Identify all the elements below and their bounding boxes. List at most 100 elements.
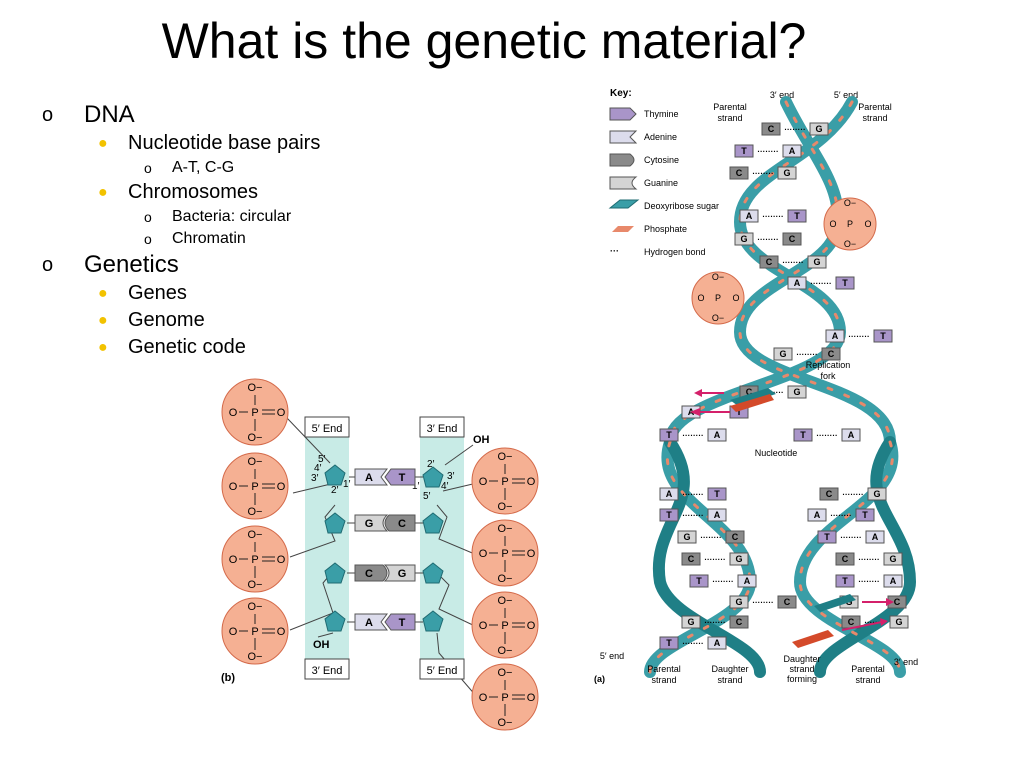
hydrogen-bond-dots-icon: ········ xyxy=(682,511,703,520)
phosphate-p: P xyxy=(251,626,258,638)
phosphate-o-right: O xyxy=(527,692,536,704)
phosphate-o-right: O xyxy=(527,548,536,560)
parental-bottom-left-line1: Parental xyxy=(647,664,681,674)
base-right: G xyxy=(398,568,407,580)
base-T xyxy=(793,428,813,442)
yellow-dot-bullet-icon: ● xyxy=(98,184,108,201)
phosphate-o-left: O xyxy=(479,620,488,632)
daughter-forming-line3: forming xyxy=(787,674,817,684)
hydrogen-bond-dots-icon: ········ xyxy=(752,598,773,607)
daughter-forming-line2: strand xyxy=(789,664,814,674)
base-letter: T xyxy=(736,407,742,417)
phosphate-o-minus-top: O− xyxy=(498,595,513,607)
phosphate-o-right: O xyxy=(527,476,536,488)
base-T xyxy=(734,144,754,158)
base-letter: G xyxy=(735,554,742,564)
phosphate-o-minus-top: O− xyxy=(498,667,513,679)
base-A xyxy=(707,508,727,522)
parental-left-line1: Parental xyxy=(713,102,747,112)
bullet-text: Genetic code xyxy=(128,336,246,358)
base-letter: T xyxy=(666,510,672,520)
base-C xyxy=(681,552,701,566)
base-letter: C xyxy=(784,597,791,607)
yellow-dot-bullet-icon: ● xyxy=(98,339,108,356)
svg-text:Deoxyribose sugar: Deoxyribose sugar xyxy=(644,201,719,211)
bullet-text: Genetics xyxy=(84,251,179,278)
base-letter: A xyxy=(848,430,855,440)
base-letter: G xyxy=(813,257,820,267)
base-letter: G xyxy=(683,532,690,542)
bullet-text: Bacteria: circular xyxy=(172,208,292,225)
hydrogen-bond-dots-icon: ········ xyxy=(757,147,778,156)
hollow-circle-bullet-icon: o xyxy=(144,231,152,247)
svg-text:Hydrogen bond: Hydrogen bond xyxy=(644,247,706,257)
phosphate-o-minus-top: O− xyxy=(248,529,263,541)
key-guanine: Guanine xyxy=(609,176,678,190)
phosphate-p: P xyxy=(501,476,508,488)
deoxyribose-sugar-icon xyxy=(324,562,346,584)
key-adenine: Adenine xyxy=(609,130,677,144)
key-thymine: Thymine xyxy=(609,107,679,121)
bullet-genome: ●Genome xyxy=(40,307,600,334)
key-deoxyribose-sugar: Deoxyribose sugar xyxy=(608,199,719,211)
key-phosphate: Phosphate xyxy=(612,224,687,234)
phosphate-p: P xyxy=(251,554,258,566)
base-letter: G xyxy=(779,349,786,359)
base-letter: C xyxy=(842,554,849,564)
oh-bottom-label: OH xyxy=(313,639,330,651)
base-A xyxy=(659,487,679,501)
base-left: A xyxy=(365,472,373,484)
bullet-text: Chromatin xyxy=(172,230,246,247)
carbon-label-5: 5′ xyxy=(423,491,431,502)
base-T xyxy=(659,428,679,442)
phosphate-o-left: O xyxy=(479,692,488,704)
base-C xyxy=(729,615,749,629)
daughter-line1: Daughter xyxy=(711,664,748,674)
phosphate-group-left-1 xyxy=(221,378,289,446)
hydrogen-bond-dots-icon: ········ xyxy=(757,235,778,244)
base-letter: G xyxy=(815,124,822,134)
deoxyribose-sugar-icon xyxy=(422,562,444,584)
phosphate-o-minus-bottom: O− xyxy=(248,651,263,663)
base-T xyxy=(659,636,679,650)
hydrogen-bond-dots-icon: ········ xyxy=(682,431,703,440)
yellow-dot-bullet-icon: ● xyxy=(98,312,108,329)
base-letter: T xyxy=(741,146,747,156)
base-letter: G xyxy=(687,617,694,627)
phosphate-p: P xyxy=(501,692,508,704)
phosphate-o-right: O xyxy=(277,626,286,638)
carbon-label-5: 5′ xyxy=(318,454,326,465)
svg-text:Guanine: Guanine xyxy=(644,178,678,188)
svg-text:O−: O− xyxy=(712,272,724,282)
hydrogen-bond-dots-icon: ········ xyxy=(796,350,817,359)
base-letter: C xyxy=(848,617,855,627)
yellow-dot-bullet-icon: ● xyxy=(98,285,108,302)
base-C xyxy=(819,487,839,501)
base-letter: G xyxy=(740,234,747,244)
phosphate-p: P xyxy=(501,620,508,632)
base-A xyxy=(825,329,845,343)
replication-fork-line2: fork xyxy=(820,371,836,381)
arrow-left-icon xyxy=(694,389,702,397)
phosphate-group-right-3 xyxy=(471,591,539,659)
daughter-forming-line1: Daughter xyxy=(783,654,820,664)
deoxyribose-sugar-icon xyxy=(422,610,444,632)
base-C xyxy=(725,530,745,544)
end-label-5-top: 5′ End xyxy=(304,416,350,438)
phosphate-o-minus-top: O− xyxy=(248,456,263,468)
base-letter: T xyxy=(794,211,800,221)
base-letter: T xyxy=(696,576,702,586)
phosphate-p: P xyxy=(501,548,508,560)
phosphate-stripe xyxy=(738,100,892,444)
helix-strand-ribbon xyxy=(814,436,917,678)
hydrogen-bond-dots-icon: ········ xyxy=(830,511,851,520)
